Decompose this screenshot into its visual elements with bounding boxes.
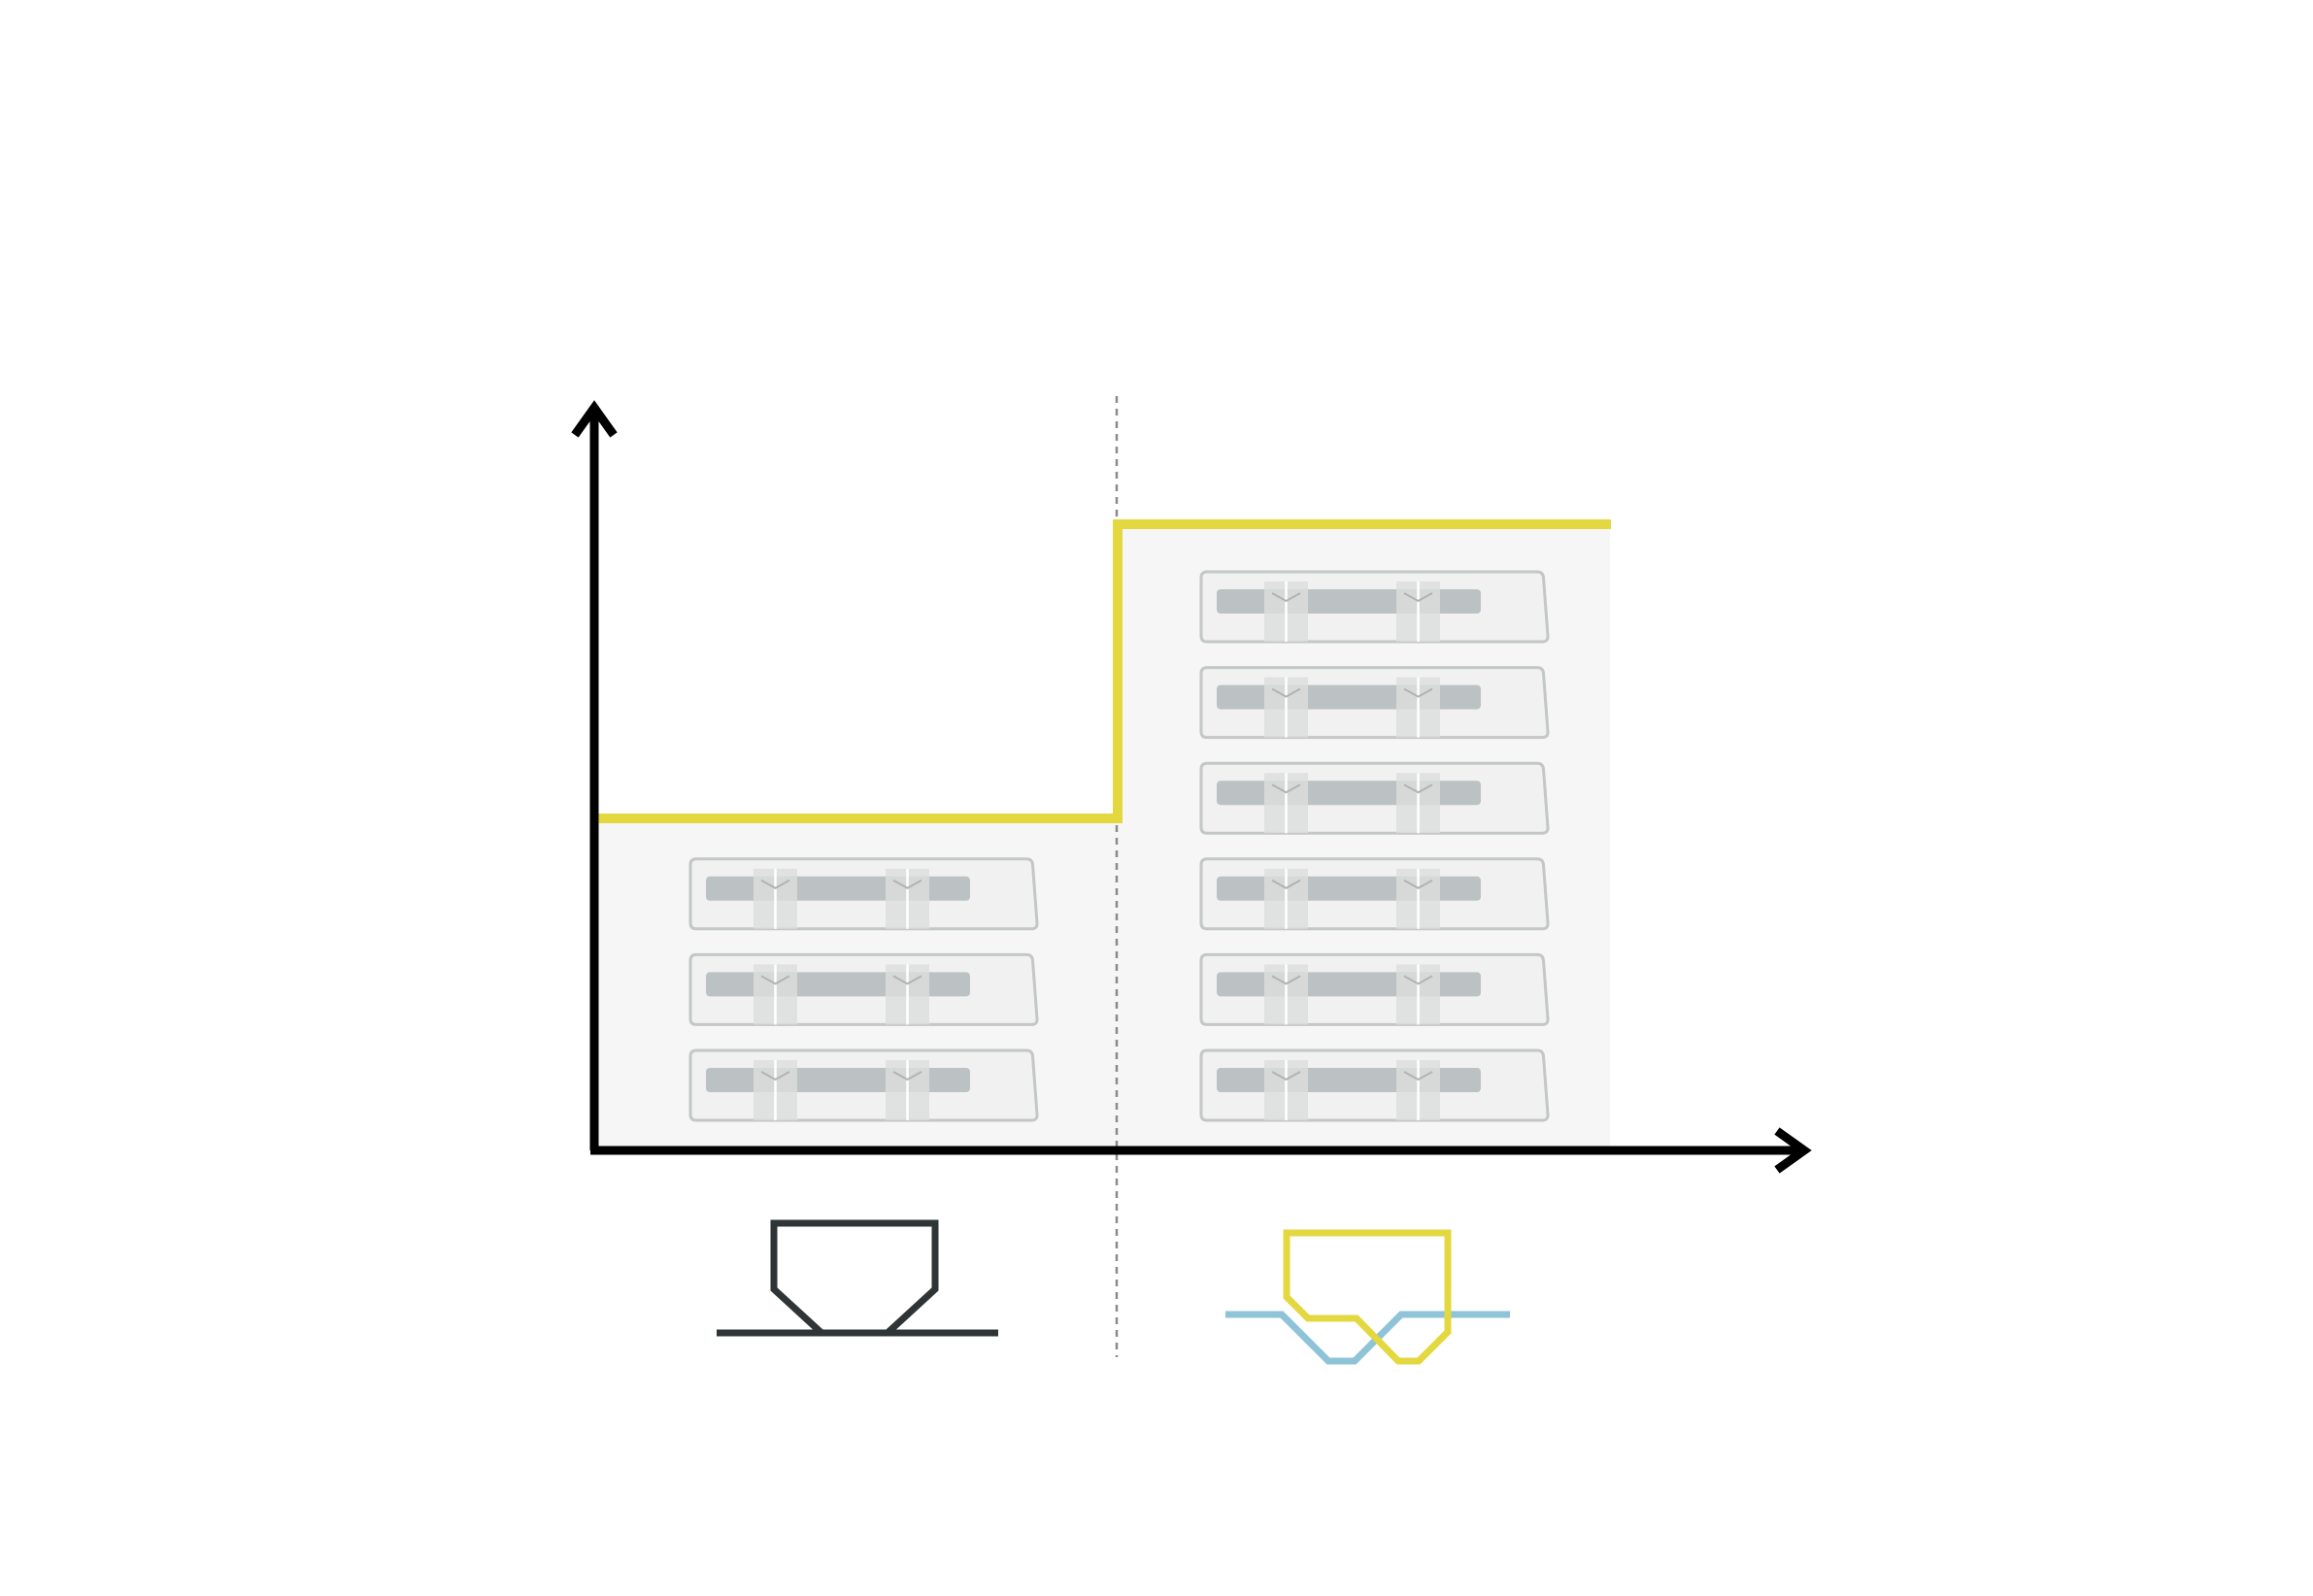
tray-post-notch — [1271, 879, 1301, 889]
tray-post-notch — [1271, 687, 1301, 698]
tray-unit — [1199, 570, 1550, 644]
hull-outline-dark — [770, 1219, 939, 1335]
hull-in-water-icon — [1225, 1229, 1510, 1365]
tray-bar — [706, 876, 970, 901]
x-axis-arrowhead — [1774, 1127, 1812, 1174]
height-profile-line — [597, 519, 1611, 823]
tray-bar — [1217, 589, 1481, 614]
tray-post-notch — [760, 1071, 790, 1081]
tray-post-notch — [1403, 687, 1433, 698]
tray-unit — [1199, 1048, 1550, 1122]
tray-post-notch — [1271, 783, 1301, 794]
tray-bar — [706, 1068, 970, 1092]
water-line — [1225, 1311, 1510, 1365]
tray-unit — [1199, 761, 1550, 835]
tray-post-notch — [1403, 1071, 1433, 1081]
left-tray-stack — [688, 857, 1039, 1122]
tray-bar — [1217, 876, 1481, 901]
tray-unit — [688, 952, 1039, 1026]
tray-post-notch — [1271, 592, 1301, 603]
tray-post-notch — [892, 975, 922, 985]
tray-post-notch — [760, 879, 790, 889]
tray-post-notch — [1271, 975, 1301, 985]
tray-post-notch — [1403, 879, 1433, 889]
tray-post-notch — [760, 975, 790, 985]
tray-post-notch — [1403, 783, 1433, 794]
tray-post-notch — [892, 1071, 922, 1081]
right-tray-stack — [1199, 570, 1550, 1122]
tray-bar — [1217, 1068, 1481, 1092]
tray-bar — [1217, 972, 1481, 997]
hull-on-ground-icon — [717, 1219, 998, 1337]
y-axis-arrowhead — [571, 400, 618, 438]
tray-unit — [688, 1048, 1039, 1122]
tray-post-notch — [1403, 592, 1433, 603]
tray-post-notch — [1271, 1071, 1301, 1081]
tray-unit — [688, 857, 1039, 931]
tray-unit — [1199, 857, 1550, 931]
tray-bar — [706, 972, 970, 997]
tray-post-notch — [892, 879, 922, 889]
tray-bar — [1217, 684, 1481, 710]
hull-outline-yellow — [1283, 1229, 1452, 1365]
tray-bar — [1217, 781, 1481, 806]
tray-post-notch — [1403, 975, 1433, 985]
tray-unit — [1199, 666, 1550, 740]
tray-unit — [1199, 952, 1550, 1026]
